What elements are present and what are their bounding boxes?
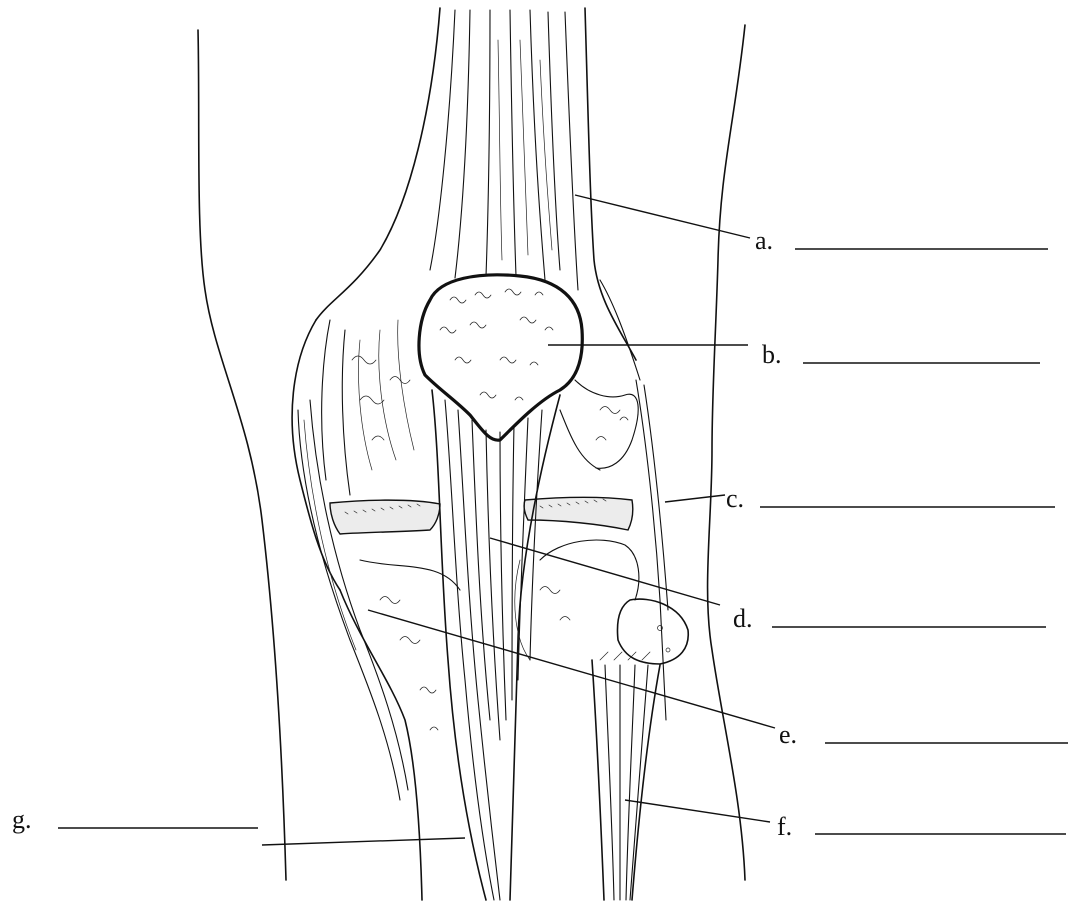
meniscus: [330, 497, 633, 534]
fibula: [592, 599, 688, 900]
leader-g: [262, 838, 465, 845]
label-c: c.: [726, 484, 744, 513]
leader-d: [490, 538, 720, 605]
leader-a: [575, 195, 750, 238]
label-f-group: f.: [777, 812, 1066, 841]
leader-c: [665, 495, 725, 502]
label-d-group: d.: [733, 604, 1046, 633]
patella: [419, 275, 582, 440]
label-c-group: c.: [726, 484, 1055, 513]
leader-e: [368, 610, 775, 728]
lateral-condyle: [560, 380, 638, 470]
leader-f: [625, 800, 770, 822]
label-a-group: a.: [755, 226, 1048, 255]
label-g-group: g.: [12, 805, 258, 834]
medial-collateral-ligament: [298, 400, 408, 800]
label-b: b.: [762, 340, 782, 369]
patellar-ligament: [432, 390, 560, 900]
label-a: a.: [755, 226, 773, 255]
femur-and-quadriceps: [316, 8, 640, 380]
label-b-group: b.: [762, 340, 1040, 369]
leg-outline: [198, 25, 745, 880]
femoral-condyle: [292, 320, 414, 590]
lateral-collateral-ligament: [636, 380, 668, 720]
label-e-group: e.: [779, 720, 1068, 749]
label-g: g.: [12, 805, 32, 834]
label-f: f.: [777, 812, 792, 841]
label-e: e.: [779, 720, 797, 749]
tibia: [340, 540, 639, 900]
label-d: d.: [733, 604, 753, 633]
